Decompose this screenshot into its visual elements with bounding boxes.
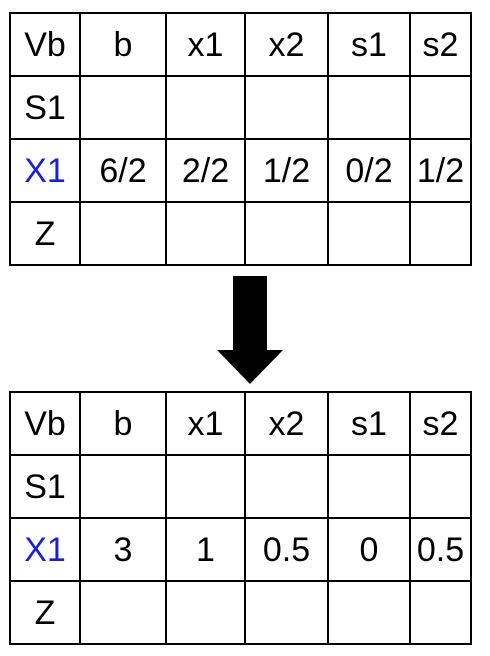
simplex-table-before: Vb b x1 x2 s1 s2 S1 X1 6/2 2/2 1/2 0/2 1… — [9, 12, 472, 266]
value-cell — [409, 201, 472, 266]
header-cell-s1: s1 — [327, 391, 411, 456]
value-cell — [409, 580, 472, 645]
value-cell: 1/2 — [244, 138, 329, 203]
table-header-row: Vb b x1 x2 s1 s2 — [9, 391, 472, 456]
header-cell-s2: s2 — [409, 12, 472, 77]
table-header-row: Vb b x1 x2 s1 s2 — [9, 12, 472, 77]
value-cell — [244, 75, 329, 140]
value-cell: 0 — [327, 517, 411, 582]
value-cell: 0.5 — [244, 517, 329, 582]
value-cell: 0.5 — [409, 517, 472, 582]
simplex-table-after: Vb b x1 x2 s1 s2 S1 X1 3 1 0.5 0 0.5 Z — [9, 391, 472, 645]
value-cell — [327, 75, 411, 140]
value-cell — [79, 201, 167, 266]
value-cell: 0/2 — [327, 138, 411, 203]
value-cell — [244, 454, 329, 519]
value-cell — [409, 75, 472, 140]
value-cell: 6/2 — [79, 138, 167, 203]
table-row-z: Z — [9, 201, 472, 266]
value-cell: 1/2 — [409, 138, 472, 203]
value-cell — [327, 580, 411, 645]
header-cell-x2: x2 — [244, 12, 329, 77]
value-cell — [165, 454, 246, 519]
value-cell — [244, 580, 329, 645]
table-row-z: Z — [9, 580, 472, 645]
header-cell-vb: Vb — [9, 391, 81, 456]
value-cell — [244, 201, 329, 266]
down-arrow-icon — [217, 276, 283, 384]
basis-cell: S1 — [9, 75, 81, 140]
basis-cell-highlighted: X1 — [9, 138, 81, 203]
value-cell — [165, 201, 246, 266]
header-cell-b: b — [79, 391, 167, 456]
value-cell — [165, 75, 246, 140]
header-cell-x1: x1 — [165, 12, 246, 77]
value-cell — [165, 580, 246, 645]
basis-cell-highlighted: X1 — [9, 517, 81, 582]
header-cell-x1: x1 — [165, 391, 246, 456]
table-row-x1: X1 3 1 0.5 0 0.5 — [9, 517, 472, 582]
basis-cell: S1 — [9, 454, 81, 519]
header-cell-b: b — [79, 12, 167, 77]
value-cell — [327, 201, 411, 266]
header-cell-s2: s2 — [409, 391, 472, 456]
header-cell-vb: Vb — [9, 12, 81, 77]
value-cell: 1 — [165, 517, 246, 582]
value-cell — [327, 454, 411, 519]
value-cell — [79, 454, 167, 519]
value-cell — [79, 75, 167, 140]
value-cell — [79, 580, 167, 645]
table-row-s1: S1 — [9, 75, 472, 140]
table-row-x1: X1 6/2 2/2 1/2 0/2 1/2 — [9, 138, 472, 203]
header-cell-x2: x2 — [244, 391, 329, 456]
basis-cell: Z — [9, 201, 81, 266]
table-row-s1: S1 — [9, 454, 472, 519]
value-cell: 3 — [79, 517, 167, 582]
value-cell: 2/2 — [165, 138, 246, 203]
basis-cell: Z — [9, 580, 81, 645]
header-cell-s1: s1 — [327, 12, 411, 77]
value-cell — [409, 454, 472, 519]
